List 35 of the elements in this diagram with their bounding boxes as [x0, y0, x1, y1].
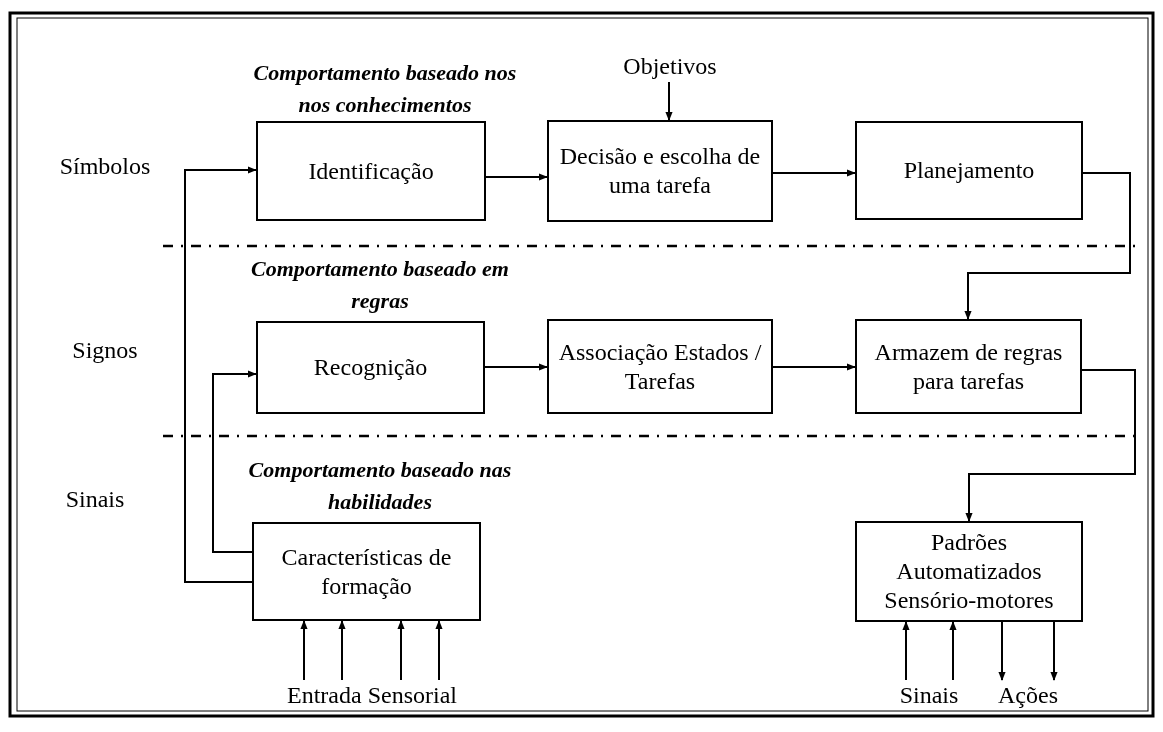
- process-box: Características de formação: [252, 522, 481, 621]
- arrow: [484, 363, 548, 371]
- arrow: [665, 81, 673, 121]
- arrow: [1050, 621, 1058, 681]
- text-label: Ações: [992, 680, 1064, 710]
- process-box: Armazem de regras para tarefas: [855, 319, 1082, 414]
- arrow: [949, 621, 957, 681]
- process-box: Decisão e escolha de uma tarefa: [547, 120, 773, 222]
- level-heading: Comportamento baseado em regras: [250, 255, 510, 315]
- process-box: Identificação: [256, 121, 486, 221]
- process-box: Planejamento: [855, 121, 1083, 220]
- process-box: Padrões Automatizados Sensório-motores: [855, 521, 1083, 622]
- arrow: [902, 621, 910, 681]
- arrow: [485, 173, 548, 181]
- level-label: Sinais: [64, 485, 126, 514]
- level-heading: Comportamento baseado nos nos conhecimentos: [252, 59, 518, 119]
- process-box: Recognição: [256, 321, 485, 414]
- process-box: Associação Estados / Tarefas: [547, 319, 773, 414]
- level-label: Signos: [71, 336, 139, 365]
- text-label: Entrada Sensorial: [282, 680, 462, 710]
- arrow: [212, 370, 257, 553]
- arrow: [397, 620, 405, 681]
- arrow: [772, 169, 856, 177]
- arrow: [998, 621, 1006, 681]
- text-label: Objetivos: [600, 50, 740, 82]
- arrow: [300, 620, 308, 681]
- text-label: Sinais: [892, 680, 966, 710]
- arrow: [964, 172, 1131, 320]
- arrow: [184, 166, 257, 583]
- level-heading: Comportamento baseado nas habilidades: [247, 456, 513, 516]
- arrow: [435, 620, 443, 681]
- arrow: [772, 363, 856, 371]
- level-label: Símbolos: [58, 152, 152, 181]
- arrow: [965, 369, 1136, 522]
- arrow: [338, 620, 346, 681]
